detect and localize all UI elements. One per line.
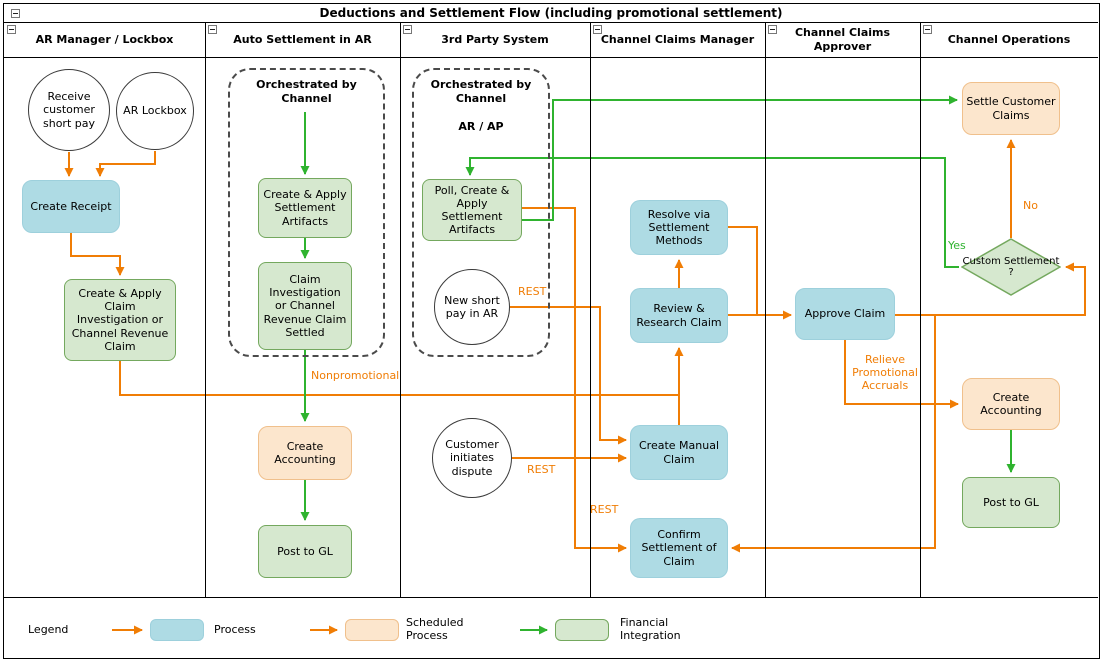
node-label: Review & Research Claim	[636, 302, 722, 329]
node-post-to-gl-ar: Post to GL	[258, 525, 352, 578]
node-label: Create Manual Claim	[638, 439, 720, 466]
node-label: Create & Apply Claim Investigation or Ch…	[71, 287, 169, 353]
edge-label-no: No	[1023, 199, 1038, 212]
node-new-short-pay-in-ar: New short pay in AR	[434, 269, 510, 345]
lane-title: Channel Claims Approver	[794, 26, 891, 53]
node-settle-customer-claims: Settle Customer Claims	[962, 82, 1060, 135]
decision-diamond-shape	[960, 238, 1062, 296]
node-label: Poll, Create & Apply Settlement Artifact…	[434, 183, 510, 237]
node-create-receipt: Create Receipt	[22, 180, 120, 233]
group-orchestrated-by-channel-ar: Orchestrated by Channel	[228, 68, 385, 357]
node-create-manual-claim: Create Manual Claim	[630, 425, 728, 480]
node-label: Create Accounting	[274, 439, 336, 466]
legend-process-label: Process	[214, 623, 256, 636]
lane-title: Channel Claims Manager	[600, 32, 755, 46]
lane-divider	[400, 22, 401, 597]
node-label: Customer initiates dispute	[445, 438, 499, 478]
node-resolve-via-settlement-methods: Resolve via Settlement Methods	[630, 200, 728, 255]
node-label: Post to GL	[983, 495, 1039, 509]
collapse-icon[interactable]	[403, 25, 412, 34]
edge-label-rest-short-pay: REST	[518, 285, 547, 298]
node-ar-lockbox: AR Lockbox	[116, 72, 194, 150]
node-create-apply-claim-investigation: Create & Apply Claim Investigation or Ch…	[64, 279, 176, 361]
node-review-research-claim: Review & Research Claim	[630, 288, 728, 343]
node-label: Create Receipt	[30, 199, 112, 213]
node-post-to-gl-ops: Post to GL	[962, 477, 1060, 528]
node-label: Custom Settlement ?	[962, 255, 1060, 279]
node-label: Receive customer short pay	[43, 90, 95, 130]
lane-title: AR Manager / Lockbox	[35, 32, 174, 46]
lane-title: 3rd Party System	[441, 32, 549, 46]
node-create-accounting-ops: Create Accounting	[962, 378, 1060, 430]
node-approve-claim: Approve Claim	[795, 288, 895, 340]
legend-title: Legend	[28, 623, 69, 636]
collapse-icon[interactable]	[208, 25, 217, 34]
header-divider	[4, 57, 1098, 58]
collapse-icon[interactable]	[11, 9, 20, 18]
diagram-frame	[3, 3, 1100, 659]
group-orchestrated-by-channel-3rd-party: Orchestrated by Channel AR / AP	[412, 68, 550, 357]
collapse-icon[interactable]	[7, 25, 16, 34]
legend-divider	[4, 597, 1098, 598]
legend-integration-label: Financial Integration	[620, 616, 681, 643]
lane-divider	[205, 22, 206, 597]
node-label: Create Accounting	[980, 390, 1042, 417]
group-label: Orchestrated by Channel	[256, 78, 357, 105]
node-label: Post to GL	[277, 544, 333, 558]
edge-label-rest-dispute: REST	[527, 463, 556, 476]
legend-process-swatch	[150, 619, 204, 641]
edge-label-rest-confirm: REST	[590, 503, 619, 516]
edge-label-relieve-promotional-accruals: Relieve Promotional Accruals	[852, 353, 918, 392]
node-label: Settle Customer Claims	[966, 95, 1056, 122]
diagram-title-bar: Deductions and Settlement Flow (includin…	[4, 4, 1098, 22]
collapse-icon[interactable]	[923, 25, 932, 34]
node-label: Create & Apply Settlement Artifacts	[263, 188, 347, 228]
legend-scheduled-swatch	[345, 619, 399, 641]
node-poll-create-apply-settlement-artifacts: Poll, Create & Apply Settlement Artifact…	[422, 179, 522, 241]
node-label: Confirm Settlement of Claim	[641, 528, 717, 568]
lane-divider	[765, 22, 766, 597]
lane-header-ar-manager-lockbox: AR Manager / Lockbox	[4, 22, 205, 57]
page-title: Deductions and Settlement Flow (includin…	[319, 6, 783, 20]
node-label: Claim Investigation or Channel Revenue C…	[263, 273, 347, 339]
lane-header-channel-operations: Channel Operations	[920, 22, 1098, 57]
group-sublabel: AR / AP	[458, 120, 504, 133]
node-label: Resolve via Settlement Methods	[647, 207, 711, 248]
group-label: Orchestrated by Channel	[430, 78, 532, 105]
node-create-accounting-ar: Create Accounting	[258, 426, 352, 480]
lane-header-3rd-party: 3rd Party System	[400, 22, 590, 57]
title-divider	[4, 22, 1098, 23]
node-create-apply-settlement-artifacts: Create & Apply Settlement Artifacts	[258, 178, 352, 238]
lane-divider	[920, 22, 921, 597]
lane-title: Channel Operations	[947, 32, 1071, 46]
lane-header-claims-approver: Channel Claims Approver	[765, 22, 920, 57]
node-customer-initiates-dispute: Customer initiates dispute	[432, 418, 512, 498]
node-label: AR Lockbox	[123, 104, 187, 118]
node-custom-settlement-decision: Custom Settlement ?	[960, 238, 1062, 296]
edge-label-nonpromotional: Nonpromotional	[311, 369, 400, 382]
lane-title: Auto Settlement in AR	[233, 32, 372, 46]
collapse-icon[interactable]	[768, 25, 777, 34]
node-label: Approve Claim	[804, 307, 886, 321]
lane-header-auto-settlement: Auto Settlement in AR	[205, 22, 400, 57]
node-label: New short pay in AR	[444, 293, 500, 320]
legend-scheduled-label: Scheduled Process	[406, 616, 464, 643]
node-claim-investigation-settled: Claim Investigation or Channel Revenue C…	[258, 262, 352, 350]
legend-integration-swatch	[555, 619, 609, 641]
edge-label-yes: Yes	[948, 239, 966, 252]
lane-header-claims-manager: Channel Claims Manager	[590, 22, 765, 57]
lane-divider	[590, 22, 591, 597]
node-confirm-settlement-of-claim: Confirm Settlement of Claim	[630, 518, 728, 578]
node-receive-customer-short-pay: Receive customer short pay	[28, 69, 110, 151]
collapse-icon[interactable]	[593, 25, 602, 34]
